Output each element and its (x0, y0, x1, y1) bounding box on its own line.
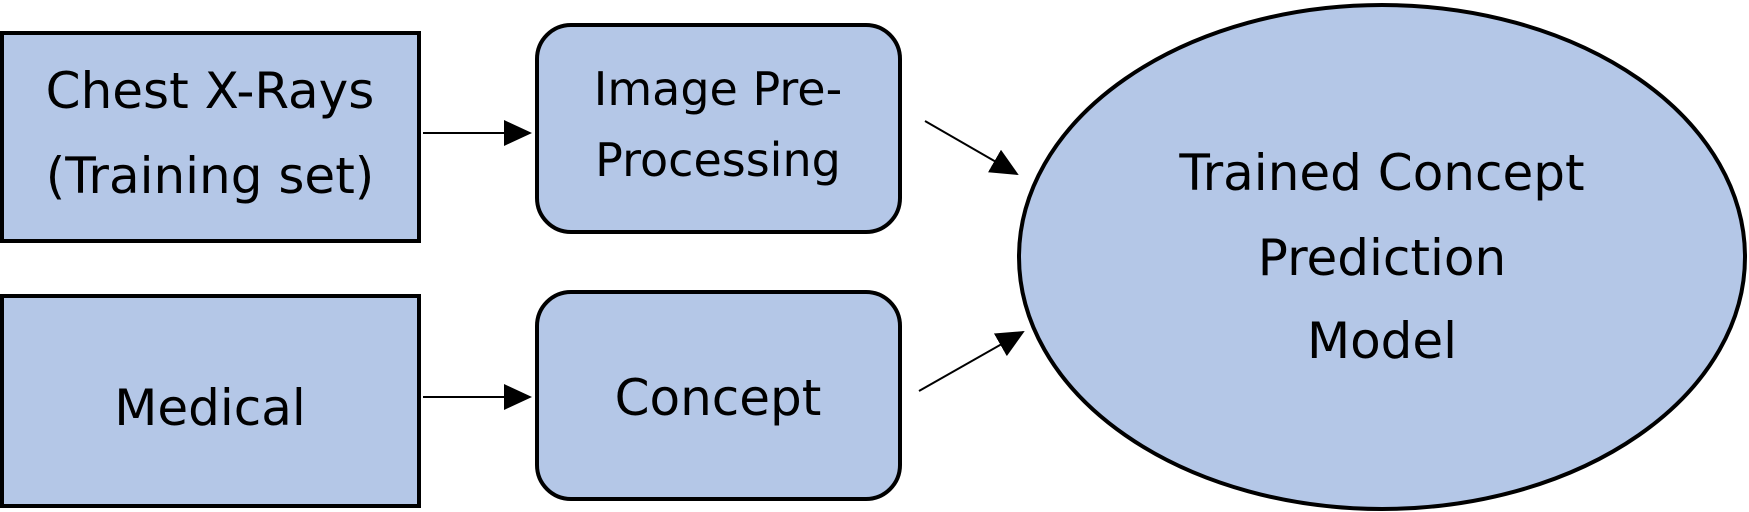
arrow-concept-to-model (918, 331, 1025, 392)
trained-model-line1: Trained Concept (1178, 144, 1584, 202)
concept-box: Concept (535, 290, 902, 501)
image-preprocessing-box: Image Pre- Processing (535, 23, 902, 234)
image-preprocessing-line2: Processing (595, 133, 841, 187)
chest-xrays-line1: Chest X-Rays (46, 62, 375, 120)
trained-model-ellipse: Trained Concept Prediction Model (1017, 3, 1747, 511)
arrow-preprocessing-to-model (924, 120, 1019, 175)
trained-model-line2: Prediction (1258, 229, 1506, 287)
medical-box: Medical (0, 294, 421, 508)
image-preprocessing-line1: Image Pre- (594, 62, 842, 116)
medical-label: Medical (114, 379, 306, 437)
chest-xrays-box: Chest X-Rays (Training set) (0, 31, 421, 243)
trained-model-line3: Model (1307, 312, 1457, 370)
chest-xrays-line2: (Training set) (46, 147, 375, 205)
concept-label: Concept (615, 369, 822, 427)
